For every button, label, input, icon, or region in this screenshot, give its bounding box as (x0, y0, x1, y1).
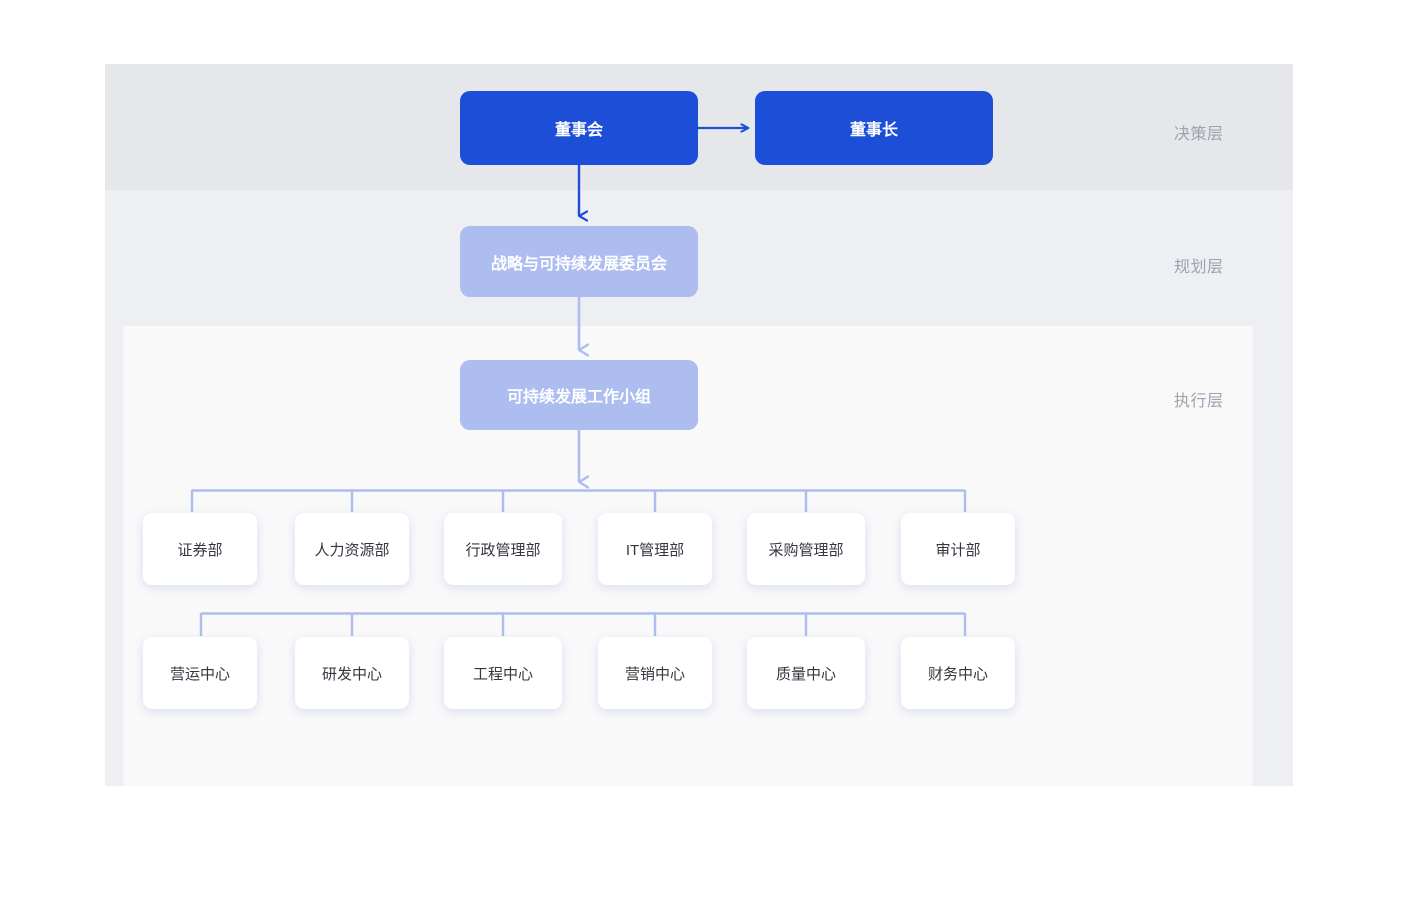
node-sustainability-workgroup[interactable]: 可持续发展工作小组 (460, 360, 698, 430)
node-center-5[interactable]: 质量中心 (747, 637, 865, 709)
node-strategy-sustainability-committee[interactable]: 战略与可持续发展委员会 (460, 226, 698, 297)
node-board-of-directors[interactable]: 董事会 (460, 91, 698, 165)
node-center-1[interactable]: 营运中心 (143, 637, 257, 709)
node-center-3[interactable]: 工程中心 (444, 637, 562, 709)
node-department-5[interactable]: 采购管理部 (747, 513, 865, 585)
node-department-3[interactable]: 行政管理部 (444, 513, 562, 585)
layer-label-execution: 执行层 (1174, 393, 1224, 410)
node-center-4[interactable]: 营销中心 (598, 637, 712, 709)
node-department-4[interactable]: IT管理部 (598, 513, 712, 585)
node-center-2[interactable]: 研发中心 (295, 637, 409, 709)
node-department-1[interactable]: 证券部 (143, 513, 257, 585)
layer-label-decision: 决策层 (1174, 126, 1224, 143)
node-department-2[interactable]: 人力资源部 (295, 513, 409, 585)
node-center-6[interactable]: 财务中心 (901, 637, 1015, 709)
node-chairman[interactable]: 董事长 (755, 91, 993, 165)
layer-band-decision (105, 64, 1293, 190)
node-department-6[interactable]: 审计部 (901, 513, 1015, 585)
layer-band-planning (105, 190, 1293, 326)
layer-label-planning: 规划层 (1174, 259, 1224, 276)
